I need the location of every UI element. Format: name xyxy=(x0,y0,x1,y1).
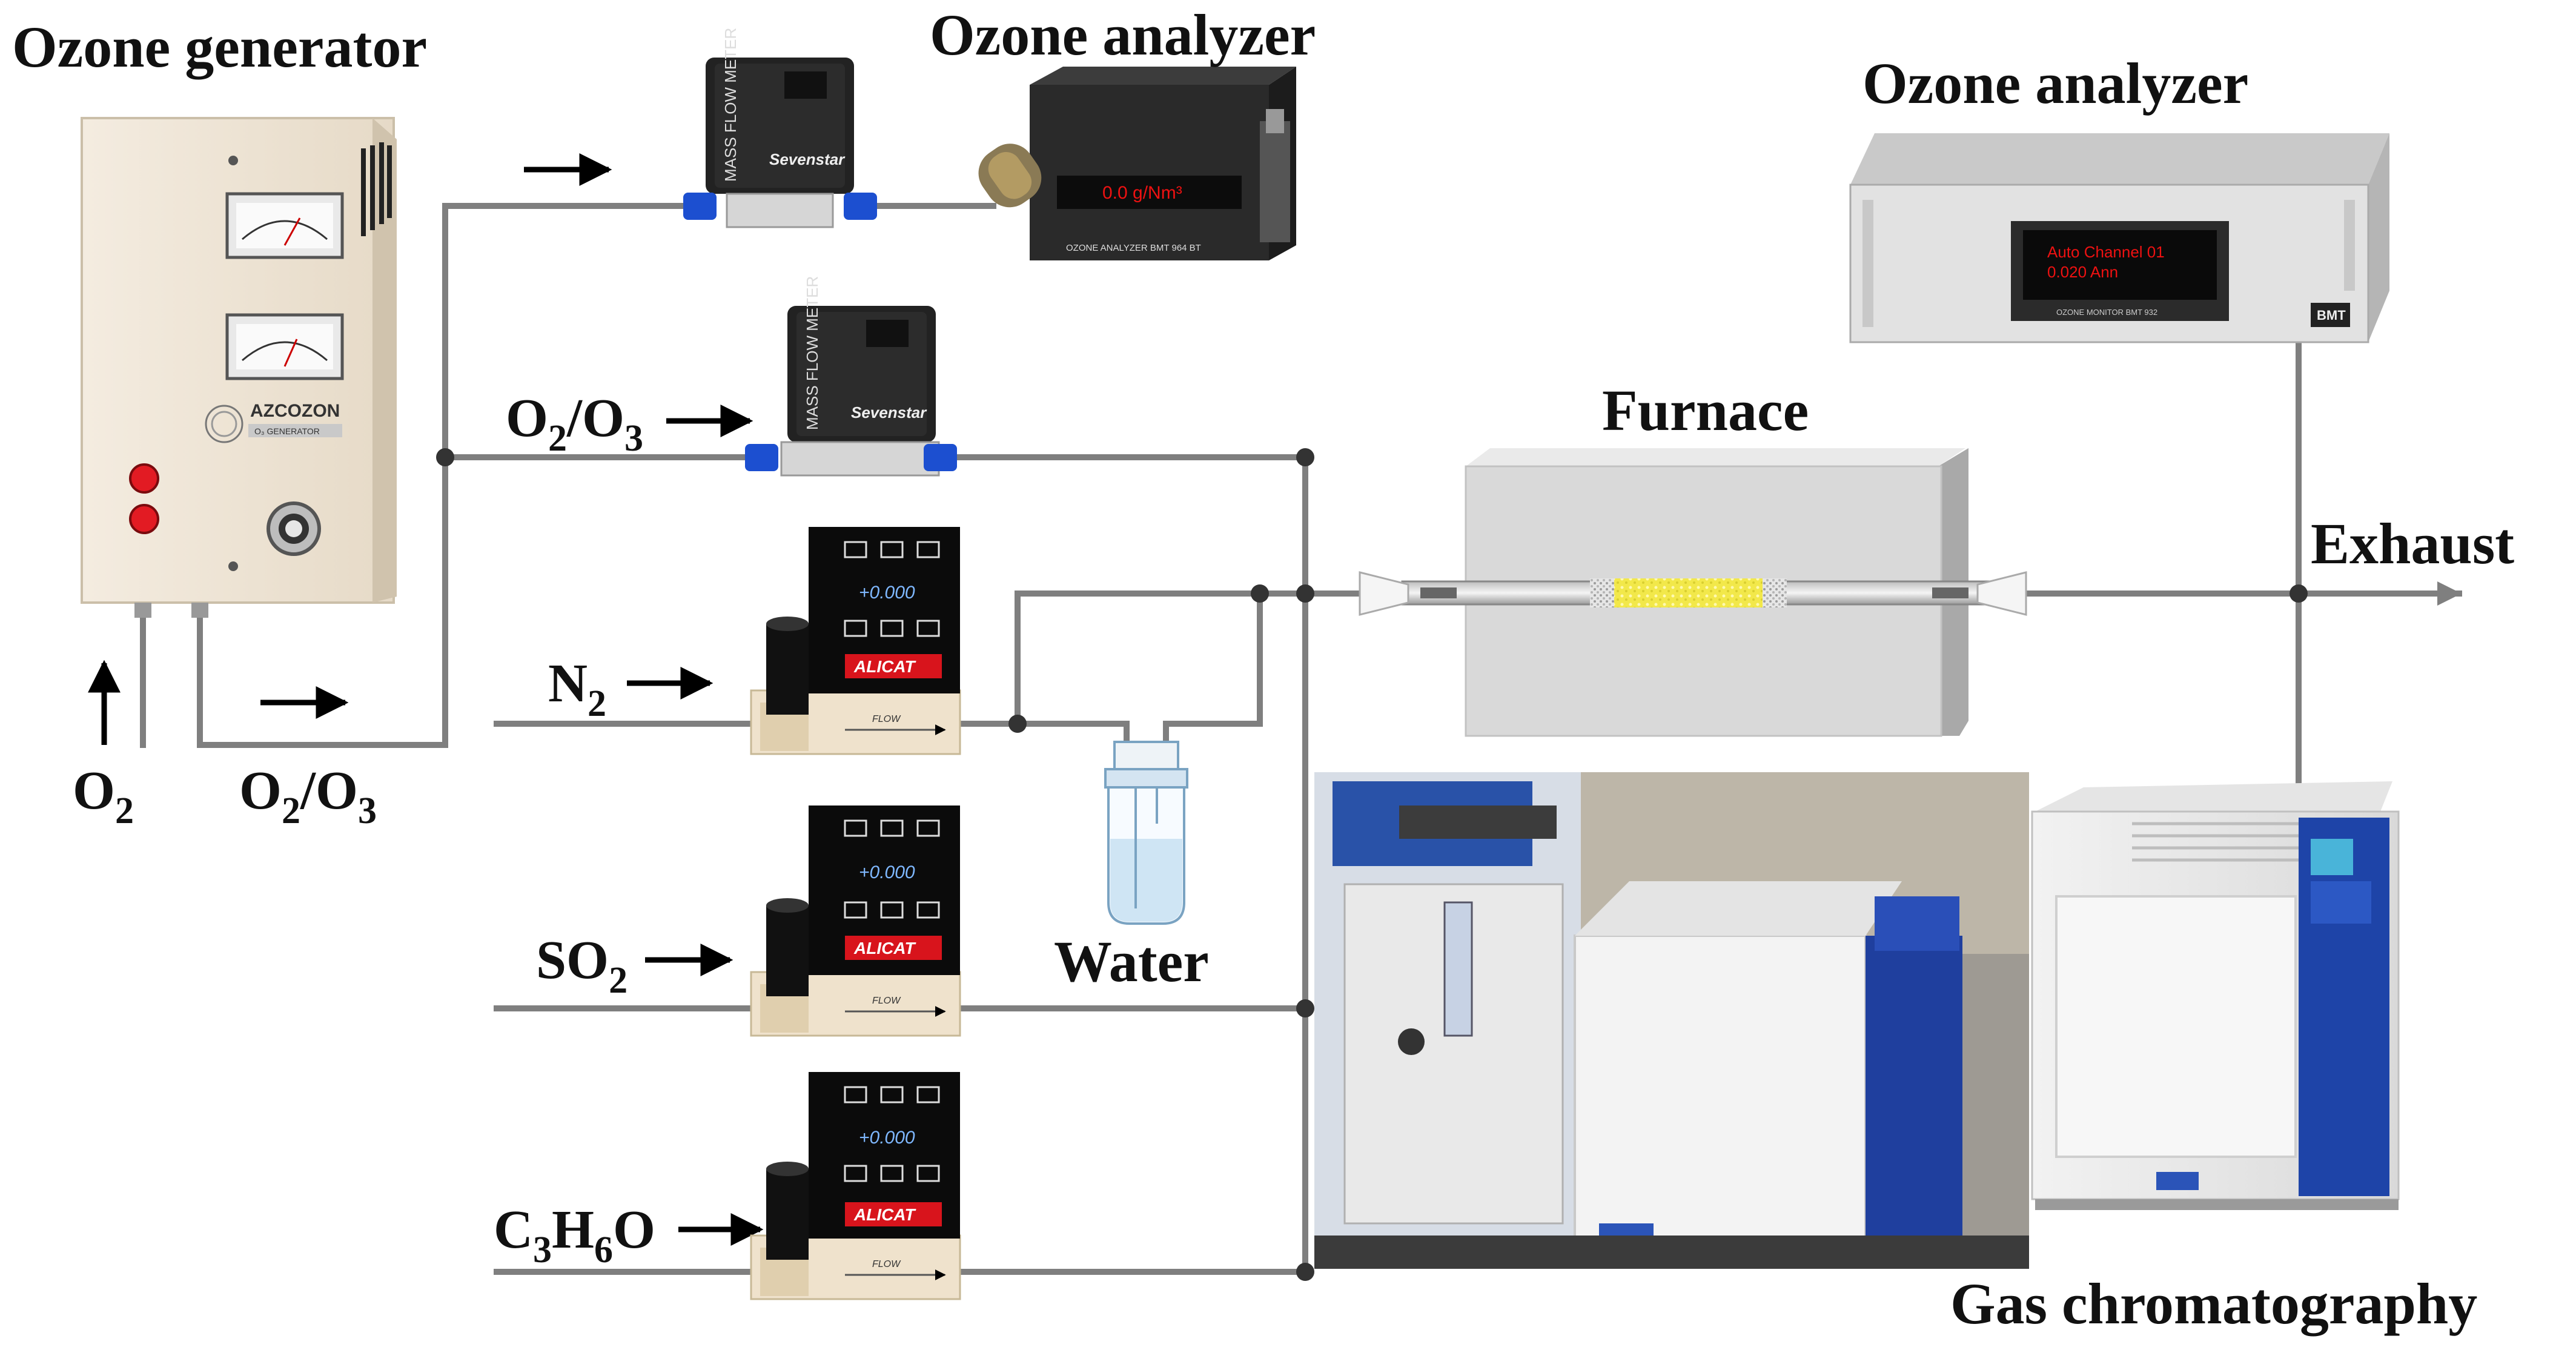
alicat-n2-readout: +0.000 xyxy=(859,583,915,603)
mfm2-brand: Sevenstar xyxy=(851,403,927,422)
water-bubbler xyxy=(1104,741,1188,925)
label-c3h6o: C3H6O xyxy=(494,1200,655,1271)
alicat-controller-n2: FLOW +0.000 ALICAT xyxy=(750,527,961,755)
label-ozone-analyzer-1: Ozone analyzer xyxy=(930,2,1316,67)
ozone-analyzer-portable: 0.0 g/Nm³ OZONE ANALYZER BMT 964 BT xyxy=(978,67,1296,260)
alicat-so2-readout: +0.000 xyxy=(859,862,915,882)
generator-logo: AZCOZON O₃ GENERATOR xyxy=(205,401,342,443)
mass-flow-meter-1: MASS FLOW METER Sevenstar xyxy=(683,28,877,228)
analyzer-small-display: 0.0 g/Nm³ xyxy=(1102,183,1182,203)
alicat-controller-c3h6o: FLOW +0.000 ALICAT xyxy=(750,1072,961,1300)
alicat-n2-flow: FLOW xyxy=(872,714,901,724)
label-o2o3-outlet: O2/O3 xyxy=(239,761,377,832)
gas-chromatograph-photo xyxy=(1314,772,2029,1269)
label-gas-chromatography: Gas chromatography xyxy=(1950,1271,2477,1336)
alicat-controller-so2: FLOW +0.000 ALICAT xyxy=(750,806,961,1037)
gas-chromatograph xyxy=(2031,781,2400,1210)
mfm2-label: MASS FLOW METER xyxy=(803,276,821,430)
alicat-c3h6o-brand: ALICAT xyxy=(853,1205,916,1224)
junction-dots xyxy=(436,448,2308,1281)
mfm1-label: MASS FLOW METER xyxy=(721,28,740,182)
gas-lines xyxy=(140,203,2462,1275)
label-furnace: Furnace xyxy=(1602,378,1809,443)
generator-red-button-1 xyxy=(129,463,159,494)
label-o2-inlet: O2 xyxy=(73,761,134,832)
tube-furnace xyxy=(1359,448,2027,737)
alicat-n2-brand: ALICAT xyxy=(853,657,916,676)
analyzer-rack-caption: OZONE MONITOR BMT 932 xyxy=(2056,308,2157,317)
analyzer-rack-line2: 0.020 Ann xyxy=(2047,263,2118,281)
generator-brand: AZCOZON xyxy=(250,401,340,421)
mass-flow-meter-2: MASS FLOW METER Sevenstar xyxy=(745,276,957,477)
ozone-analyzer-rack: Auto Channel 01 0.020 Ann OZONE MONITOR … xyxy=(1849,133,2389,343)
generator-meter-bottom xyxy=(225,313,344,380)
label-exhaust: Exhaust xyxy=(2311,511,2514,576)
alicat-so2-flow: FLOW xyxy=(872,996,901,1006)
mfm1-brand: Sevenstar xyxy=(769,150,846,168)
ozone-generator: AZCOZON O₃ GENERATOR xyxy=(81,117,397,618)
alicat-so2-brand: ALICAT xyxy=(853,939,916,958)
generator-meter-top xyxy=(225,192,344,259)
analyzer-rack-badge: BMT xyxy=(2317,308,2346,323)
label-o2o3-line: O2/O3 xyxy=(506,388,643,459)
analyzer-rack-line1: Auto Channel 01 xyxy=(2047,243,2165,261)
label-water: Water xyxy=(1054,929,1209,994)
alicat-c3h6o-readout: +0.000 xyxy=(859,1128,915,1148)
generator-subtitle: O₃ GENERATOR xyxy=(254,426,320,436)
label-ozone-generator: Ozone generator xyxy=(12,15,427,79)
catalyst-bed xyxy=(1614,578,1763,607)
generator-red-button-2 xyxy=(129,504,159,534)
alicat-c3h6o-flow: FLOW xyxy=(872,1259,901,1269)
label-ozone-analyzer-2: Ozone analyzer xyxy=(1862,51,2248,116)
label-n2: N2 xyxy=(548,653,606,724)
label-so2: SO2 xyxy=(536,930,627,1001)
flow-arrows xyxy=(88,153,764,1246)
analyzer-small-caption: OZONE ANALYZER BMT 964 BT xyxy=(1066,243,1201,253)
